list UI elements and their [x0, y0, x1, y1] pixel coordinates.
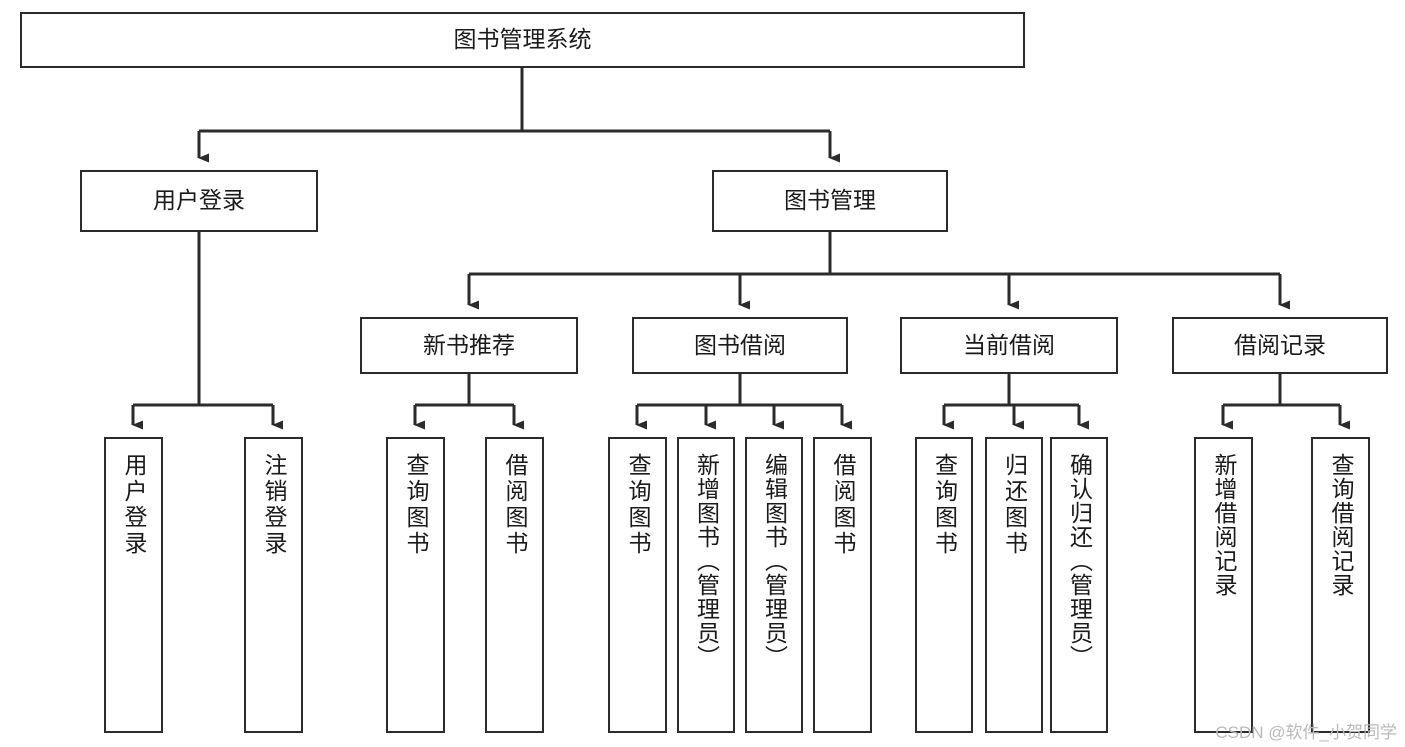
leaf-confirm-return-admin[interactable]: 确认归还（管理员）	[1050, 437, 1108, 733]
leaf-add-book-admin-label: 新增图书（管理员）	[693, 453, 720, 669]
leaf-return-book[interactable]: 归还图书	[985, 437, 1043, 733]
node-user-login-label: 用户登录	[153, 187, 245, 214]
node-current-borrow[interactable]: 当前借阅	[900, 317, 1118, 374]
leaf-borrow-book-recommend-label: 借阅图书	[502, 453, 528, 557]
node-new-book-recommend[interactable]: 新书推荐	[360, 317, 578, 374]
node-root-label: 图书管理系统	[453, 26, 592, 53]
leaf-logout-label: 注销登录	[261, 453, 287, 557]
leaf-borrow-book-recommend[interactable]: 借阅图书	[485, 437, 544, 733]
node-book-management[interactable]: 图书管理	[712, 170, 948, 232]
leaf-query-book-borrow-label: 查询图书	[625, 453, 651, 557]
leaf-query-book-recommend-label: 查询图书	[403, 453, 429, 557]
node-book-borrow-label: 图书借阅	[694, 331, 786, 358]
leaf-query-borrow-record[interactable]: 查询借阅记录	[1311, 437, 1370, 733]
node-user-login[interactable]: 用户登录	[80, 170, 318, 232]
leaf-edit-book-admin-label: 编辑图书（管理员）	[761, 453, 788, 669]
node-book-management-label: 图书管理	[784, 187, 876, 214]
leaf-edit-book-admin[interactable]: 编辑图书（管理员）	[745, 437, 803, 733]
leaf-borrow-book[interactable]: 借阅图书	[813, 437, 872, 733]
leaf-user-login[interactable]: 用户登录	[104, 437, 163, 733]
leaf-add-borrow-record[interactable]: 新增借阅记录	[1194, 437, 1253, 733]
leaf-logout[interactable]: 注销登录	[244, 437, 303, 733]
leaf-return-book-label: 归还图书	[1001, 453, 1028, 557]
leaf-query-book-borrow[interactable]: 查询图书	[608, 437, 667, 733]
node-borrow-records-label: 借阅记录	[1234, 331, 1326, 358]
leaf-query-book-current[interactable]: 查询图书	[915, 437, 973, 733]
leaf-confirm-return-admin-label: 确认归还（管理员）	[1066, 453, 1093, 669]
leaf-query-borrow-record-label: 查询借阅记录	[1328, 453, 1354, 597]
leaf-query-book-current-label: 查询图书	[931, 453, 958, 557]
node-root[interactable]: 图书管理系统	[20, 12, 1025, 68]
node-new-book-recommend-label: 新书推荐	[423, 331, 515, 358]
leaf-add-book-admin[interactable]: 新增图书（管理员）	[677, 437, 735, 733]
leaf-add-borrow-record-label: 新增借阅记录	[1211, 453, 1237, 597]
leaf-query-book-recommend[interactable]: 查询图书	[386, 437, 445, 733]
leaf-borrow-book-label: 借阅图书	[830, 453, 856, 557]
csdn-watermark: CSDN @软件_小贺同学	[1215, 723, 1397, 742]
node-book-borrow[interactable]: 图书借阅	[632, 317, 848, 374]
node-borrow-records[interactable]: 借阅记录	[1172, 317, 1388, 374]
node-current-borrow-label: 当前借阅	[963, 331, 1055, 358]
leaf-user-login-label: 用户登录	[121, 453, 147, 557]
